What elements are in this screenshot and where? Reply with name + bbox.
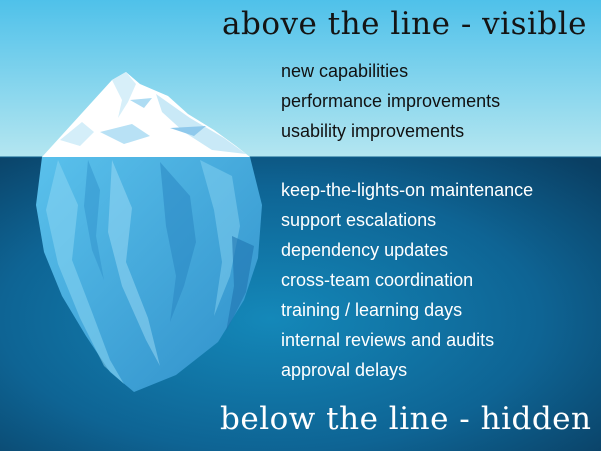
above-the-line-title: above the line - visible	[222, 6, 588, 42]
below-list-item: support escalations	[281, 210, 437, 230]
above-the-line-list: new capabilities performance improvement…	[281, 56, 500, 146]
iceberg-underwater	[36, 157, 262, 392]
above-list-item: performance improvements	[281, 91, 501, 111]
below-list-item: internal reviews and audits	[281, 330, 495, 350]
below-list-item: training / learning days	[281, 300, 463, 320]
above-list-item: new capabilities	[281, 61, 409, 81]
below-the-line-title: below the line - hidden	[220, 401, 592, 437]
iceberg-tip	[42, 72, 250, 157]
below-list-item: cross-team coordination	[281, 270, 474, 290]
below-list-item: dependency updates	[281, 240, 449, 260]
below-list-item: keep-the-lights-on maintenance	[281, 180, 534, 200]
below-the-line-list: keep-the-lights-on maintenance support e…	[281, 175, 533, 385]
below-list-item: approval delays	[281, 360, 408, 380]
above-list-item: usability improvements	[281, 121, 465, 141]
